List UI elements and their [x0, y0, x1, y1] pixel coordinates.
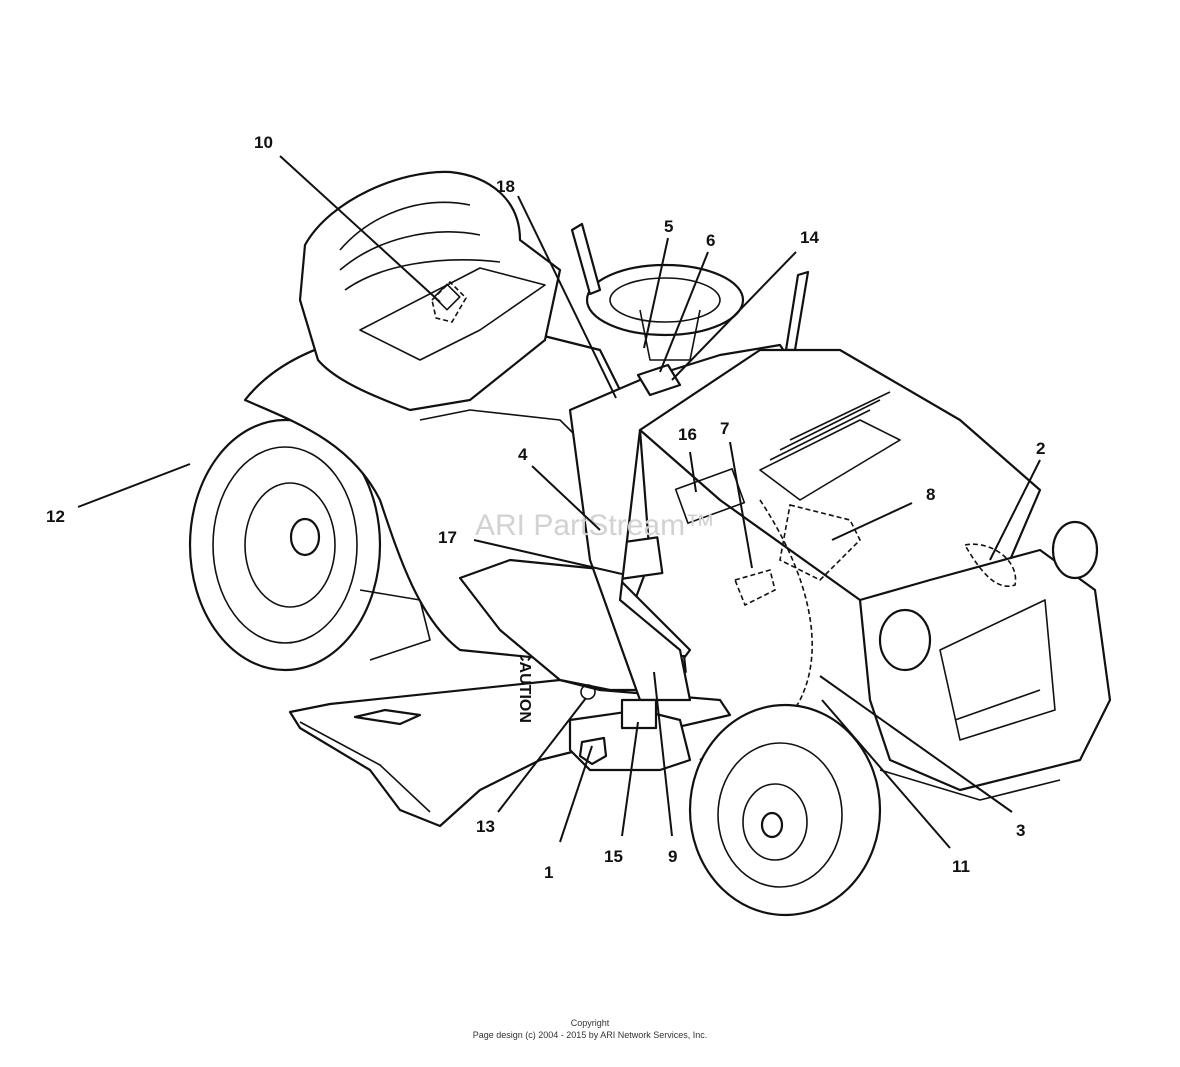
callout-16: 16	[678, 425, 697, 444]
callout-2: 2	[1036, 439, 1045, 458]
steering-wheel	[585, 263, 745, 337]
seat	[298, 170, 562, 412]
callout-5: 5	[664, 217, 673, 236]
callout-6: 6	[706, 231, 715, 250]
callout-labels: 1 2 3 4 5 6 7 8 9 10 11 12 13 14 15 16 1…	[46, 133, 1045, 882]
callout-15: 15	[604, 847, 623, 866]
page-design-credit: Page design (c) 2004 - 2015 by ARI Netwo…	[472, 1030, 708, 1040]
copyright-text: Copyright	[570, 1018, 610, 1028]
tractor-drawing: CAUTION	[188, 170, 1112, 917]
callout-7: 7	[720, 419, 729, 438]
callout-17: 17	[438, 528, 457, 547]
leader-lines	[77, 155, 1041, 849]
lever-right	[784, 270, 810, 352]
callout-11: 11	[952, 857, 970, 876]
callout-9: 9	[668, 847, 677, 866]
deck-caution-label: CAUTION	[516, 650, 533, 723]
callout-1: 1	[544, 863, 553, 882]
callout-12: 12	[46, 507, 65, 526]
callout-3: 3	[1016, 821, 1025, 840]
front-grille	[858, 548, 1112, 792]
callout-10: 10	[254, 133, 273, 152]
dash-panel	[568, 343, 792, 702]
front-wheel	[688, 703, 882, 917]
rear-wheel	[188, 418, 382, 672]
callout-8: 8	[926, 485, 935, 504]
lever-left	[570, 222, 602, 296]
callout-4: 4	[518, 445, 528, 464]
callout-14: 14	[800, 228, 819, 247]
callout-13: 13	[476, 817, 495, 836]
callout-18: 18	[496, 177, 515, 196]
